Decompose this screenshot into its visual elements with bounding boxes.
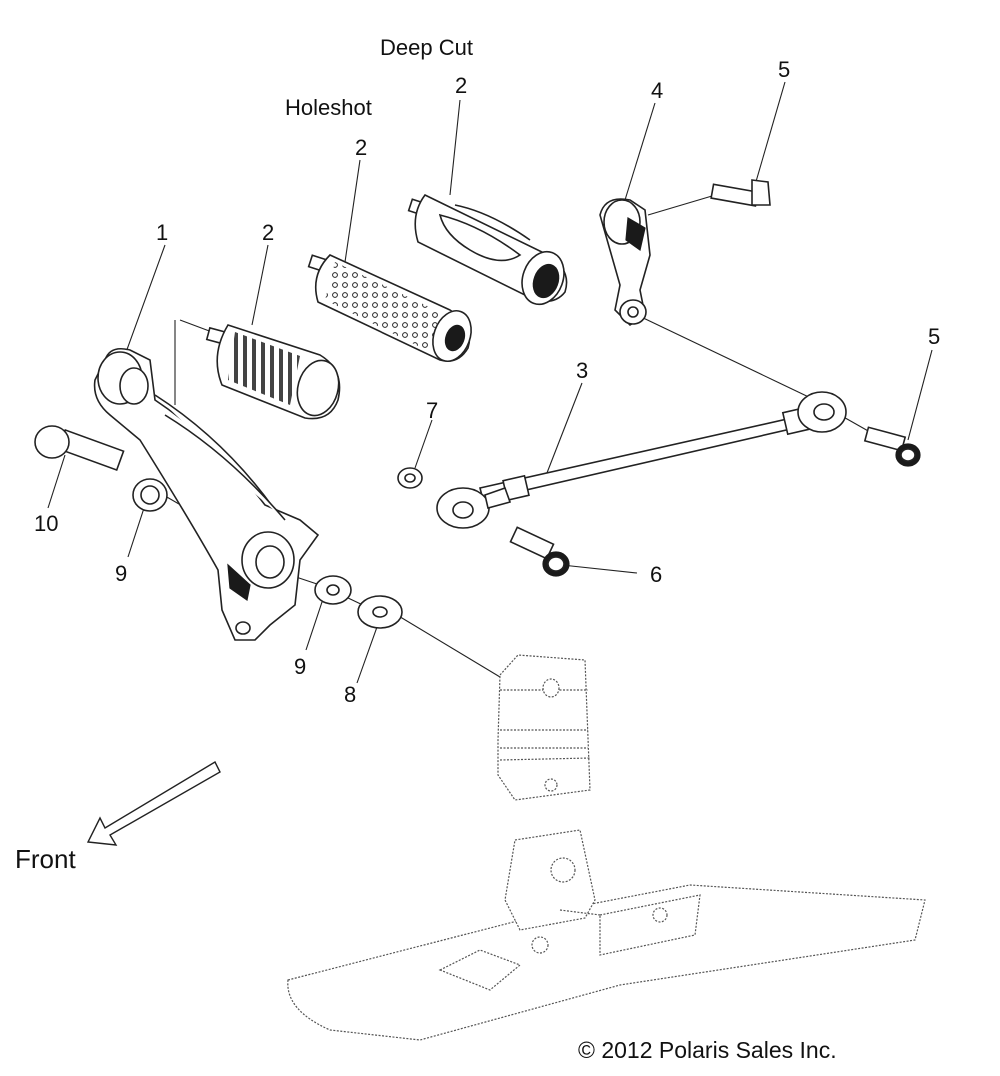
footpeg-holeshot [307, 254, 472, 362]
callout-10: 10 [34, 511, 58, 536]
callout-4: 4 [651, 78, 663, 103]
callout-2-holeshot: 2 [355, 135, 367, 160]
callout-5-upper: 5 [778, 57, 790, 82]
callout-1: 1 [156, 220, 168, 245]
caption-holeshot: Holeshot [285, 95, 372, 120]
shift-rod [436, 391, 847, 529]
callout-9-left: 9 [115, 561, 127, 586]
washer-9-right [314, 575, 352, 605]
callout-3: 3 [576, 358, 588, 383]
footrest-frame [287, 829, 926, 1041]
washer-8 [357, 595, 403, 629]
bolt-upper [710, 179, 771, 207]
mount-bracket [497, 654, 591, 801]
pivot-bolt [34, 425, 125, 472]
front-label: Front [15, 844, 76, 874]
shift-lever [93, 347, 320, 641]
callout-2-deep-cut: 2 [455, 73, 467, 98]
bolt-rod [509, 526, 570, 577]
footpeg-deep-cut [407, 193, 568, 306]
front-arrow-icon [86, 761, 221, 846]
callout-6: 6 [650, 562, 662, 587]
leader-lines [47, 81, 933, 684]
bushing-9-left [132, 478, 168, 512]
copyright-notice: © 2012 Polaris Sales Inc. [578, 1037, 837, 1063]
nut [397, 467, 423, 489]
shift-arm [599, 198, 651, 327]
callout-7: 7 [426, 398, 438, 423]
callout-2-rubber: 2 [262, 220, 274, 245]
caption-deep-cut: Deep Cut [380, 35, 473, 60]
callout-9-right: 9 [294, 654, 306, 679]
footpeg-rubber [205, 324, 341, 420]
bolt-lower [863, 426, 921, 467]
callout-8: 8 [344, 682, 356, 707]
callout-5-lower: 5 [928, 324, 940, 349]
